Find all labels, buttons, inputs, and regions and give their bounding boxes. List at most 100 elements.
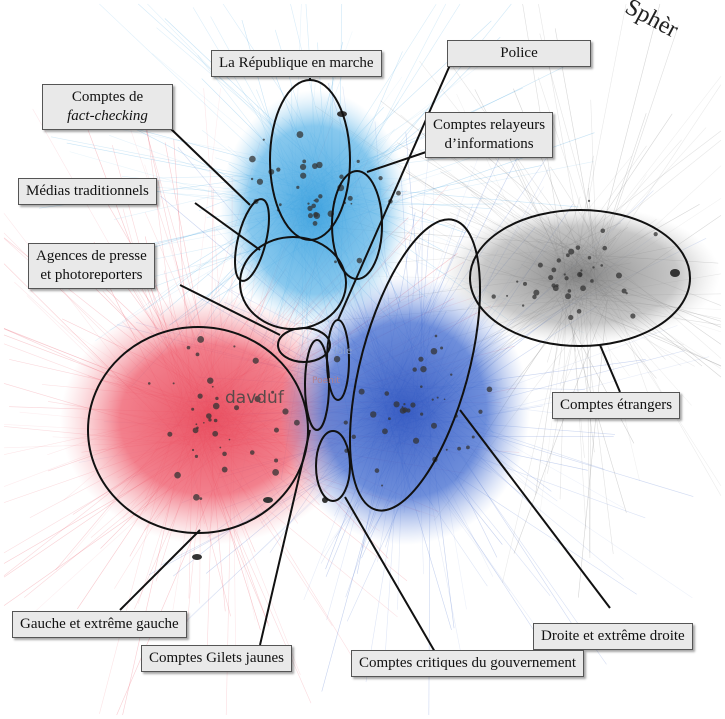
hub-node (263, 497, 273, 503)
node-dot (249, 155, 256, 163)
node-dot (195, 352, 200, 357)
node-dot (311, 203, 316, 209)
node-dot (249, 450, 255, 455)
node-dot (191, 448, 195, 452)
node-dot (300, 172, 307, 179)
node-dot (440, 346, 444, 350)
node-dot (568, 314, 574, 321)
node-dot (653, 231, 658, 237)
node-dot (208, 418, 212, 422)
node-dot (450, 373, 453, 376)
node-dot (401, 406, 404, 408)
node-dot (293, 419, 300, 426)
node-dot (356, 159, 360, 163)
top-cluster-cloud (220, 90, 410, 330)
node-dot (272, 468, 280, 476)
outline-droite (348, 218, 482, 512)
label-relayeurs: Comptes relayeurs d’informations (425, 112, 554, 158)
node-dot (194, 454, 199, 458)
label-medias: Médias traditionnels (18, 178, 157, 205)
node-dot (406, 408, 411, 413)
node-dot (580, 269, 583, 272)
node-dot (193, 494, 200, 501)
node-dot (382, 428, 388, 435)
edge (502, 301, 569, 583)
node-dot (506, 294, 509, 297)
node-dot (410, 402, 416, 408)
node-dot (516, 280, 519, 283)
node-dot (587, 256, 592, 260)
node-dot (318, 194, 323, 199)
node-dot (221, 466, 228, 473)
node-dot (307, 202, 310, 205)
node-dot (278, 203, 282, 207)
node-dot (600, 264, 604, 267)
node-label-small2: Poenit (312, 376, 340, 386)
node-dot (578, 272, 583, 277)
node-dot (350, 202, 353, 205)
node-dot (212, 430, 219, 437)
node-dot (537, 262, 543, 268)
node-dot (250, 177, 254, 181)
node-dot (471, 435, 475, 439)
label-critiques: Comptes critiques du gouvernement (351, 650, 585, 677)
node-dot (600, 228, 606, 234)
node-dot (412, 367, 417, 372)
node-dot (590, 279, 594, 283)
outline-small-center (277, 327, 331, 363)
leader-droite (459, 409, 611, 609)
node-dot (222, 451, 227, 457)
node-dot (602, 245, 608, 251)
node-dot (370, 411, 377, 418)
node-dot (172, 382, 175, 385)
label-leader-lines (119, 64, 621, 653)
node-dot (234, 405, 240, 411)
node-dot (307, 205, 313, 211)
node-dot (273, 427, 279, 433)
node-dot (252, 357, 259, 364)
node-dot (203, 421, 205, 424)
node-dot (445, 448, 448, 451)
node-dot (219, 446, 222, 449)
node-dot (276, 167, 281, 172)
node-dot (347, 195, 353, 201)
node-dot (522, 281, 527, 286)
node-dot (548, 274, 554, 281)
node-dot (296, 131, 304, 138)
node-dot (381, 484, 384, 487)
node-dot (563, 273, 566, 276)
node-dot (430, 422, 437, 429)
node-dot (262, 138, 265, 141)
node-dot (191, 407, 195, 411)
node-dot (403, 403, 406, 406)
node-dot (486, 386, 493, 393)
node-dot (551, 267, 557, 273)
node-dot (592, 266, 595, 269)
label-gilets: Comptes Gilets jaunes (141, 645, 292, 672)
leader-agences (179, 284, 281, 336)
cluster-clouds (60, 90, 720, 545)
node-dot (568, 248, 575, 255)
node-dot (197, 336, 205, 343)
leader-etrangers (599, 344, 621, 393)
node-dot (393, 401, 400, 408)
node-dot (282, 408, 289, 415)
label-police: Police (447, 40, 591, 67)
node-dot (378, 176, 383, 181)
node-dot (313, 199, 316, 202)
node-dot (521, 304, 525, 307)
label-agences: Agences de presse et photoreporters (28, 243, 155, 289)
node-dot (436, 396, 439, 399)
leader-relayeurs (366, 149, 433, 173)
node-dot (313, 212, 321, 219)
node-dot (396, 190, 401, 196)
node-dot (206, 413, 212, 419)
node-dot (356, 257, 363, 264)
leader-fact (169, 127, 251, 206)
node-dot (271, 390, 275, 394)
node-dot (312, 221, 318, 226)
outline-gilets (304, 339, 330, 431)
node-dot (374, 468, 380, 473)
leader-police (337, 64, 451, 321)
